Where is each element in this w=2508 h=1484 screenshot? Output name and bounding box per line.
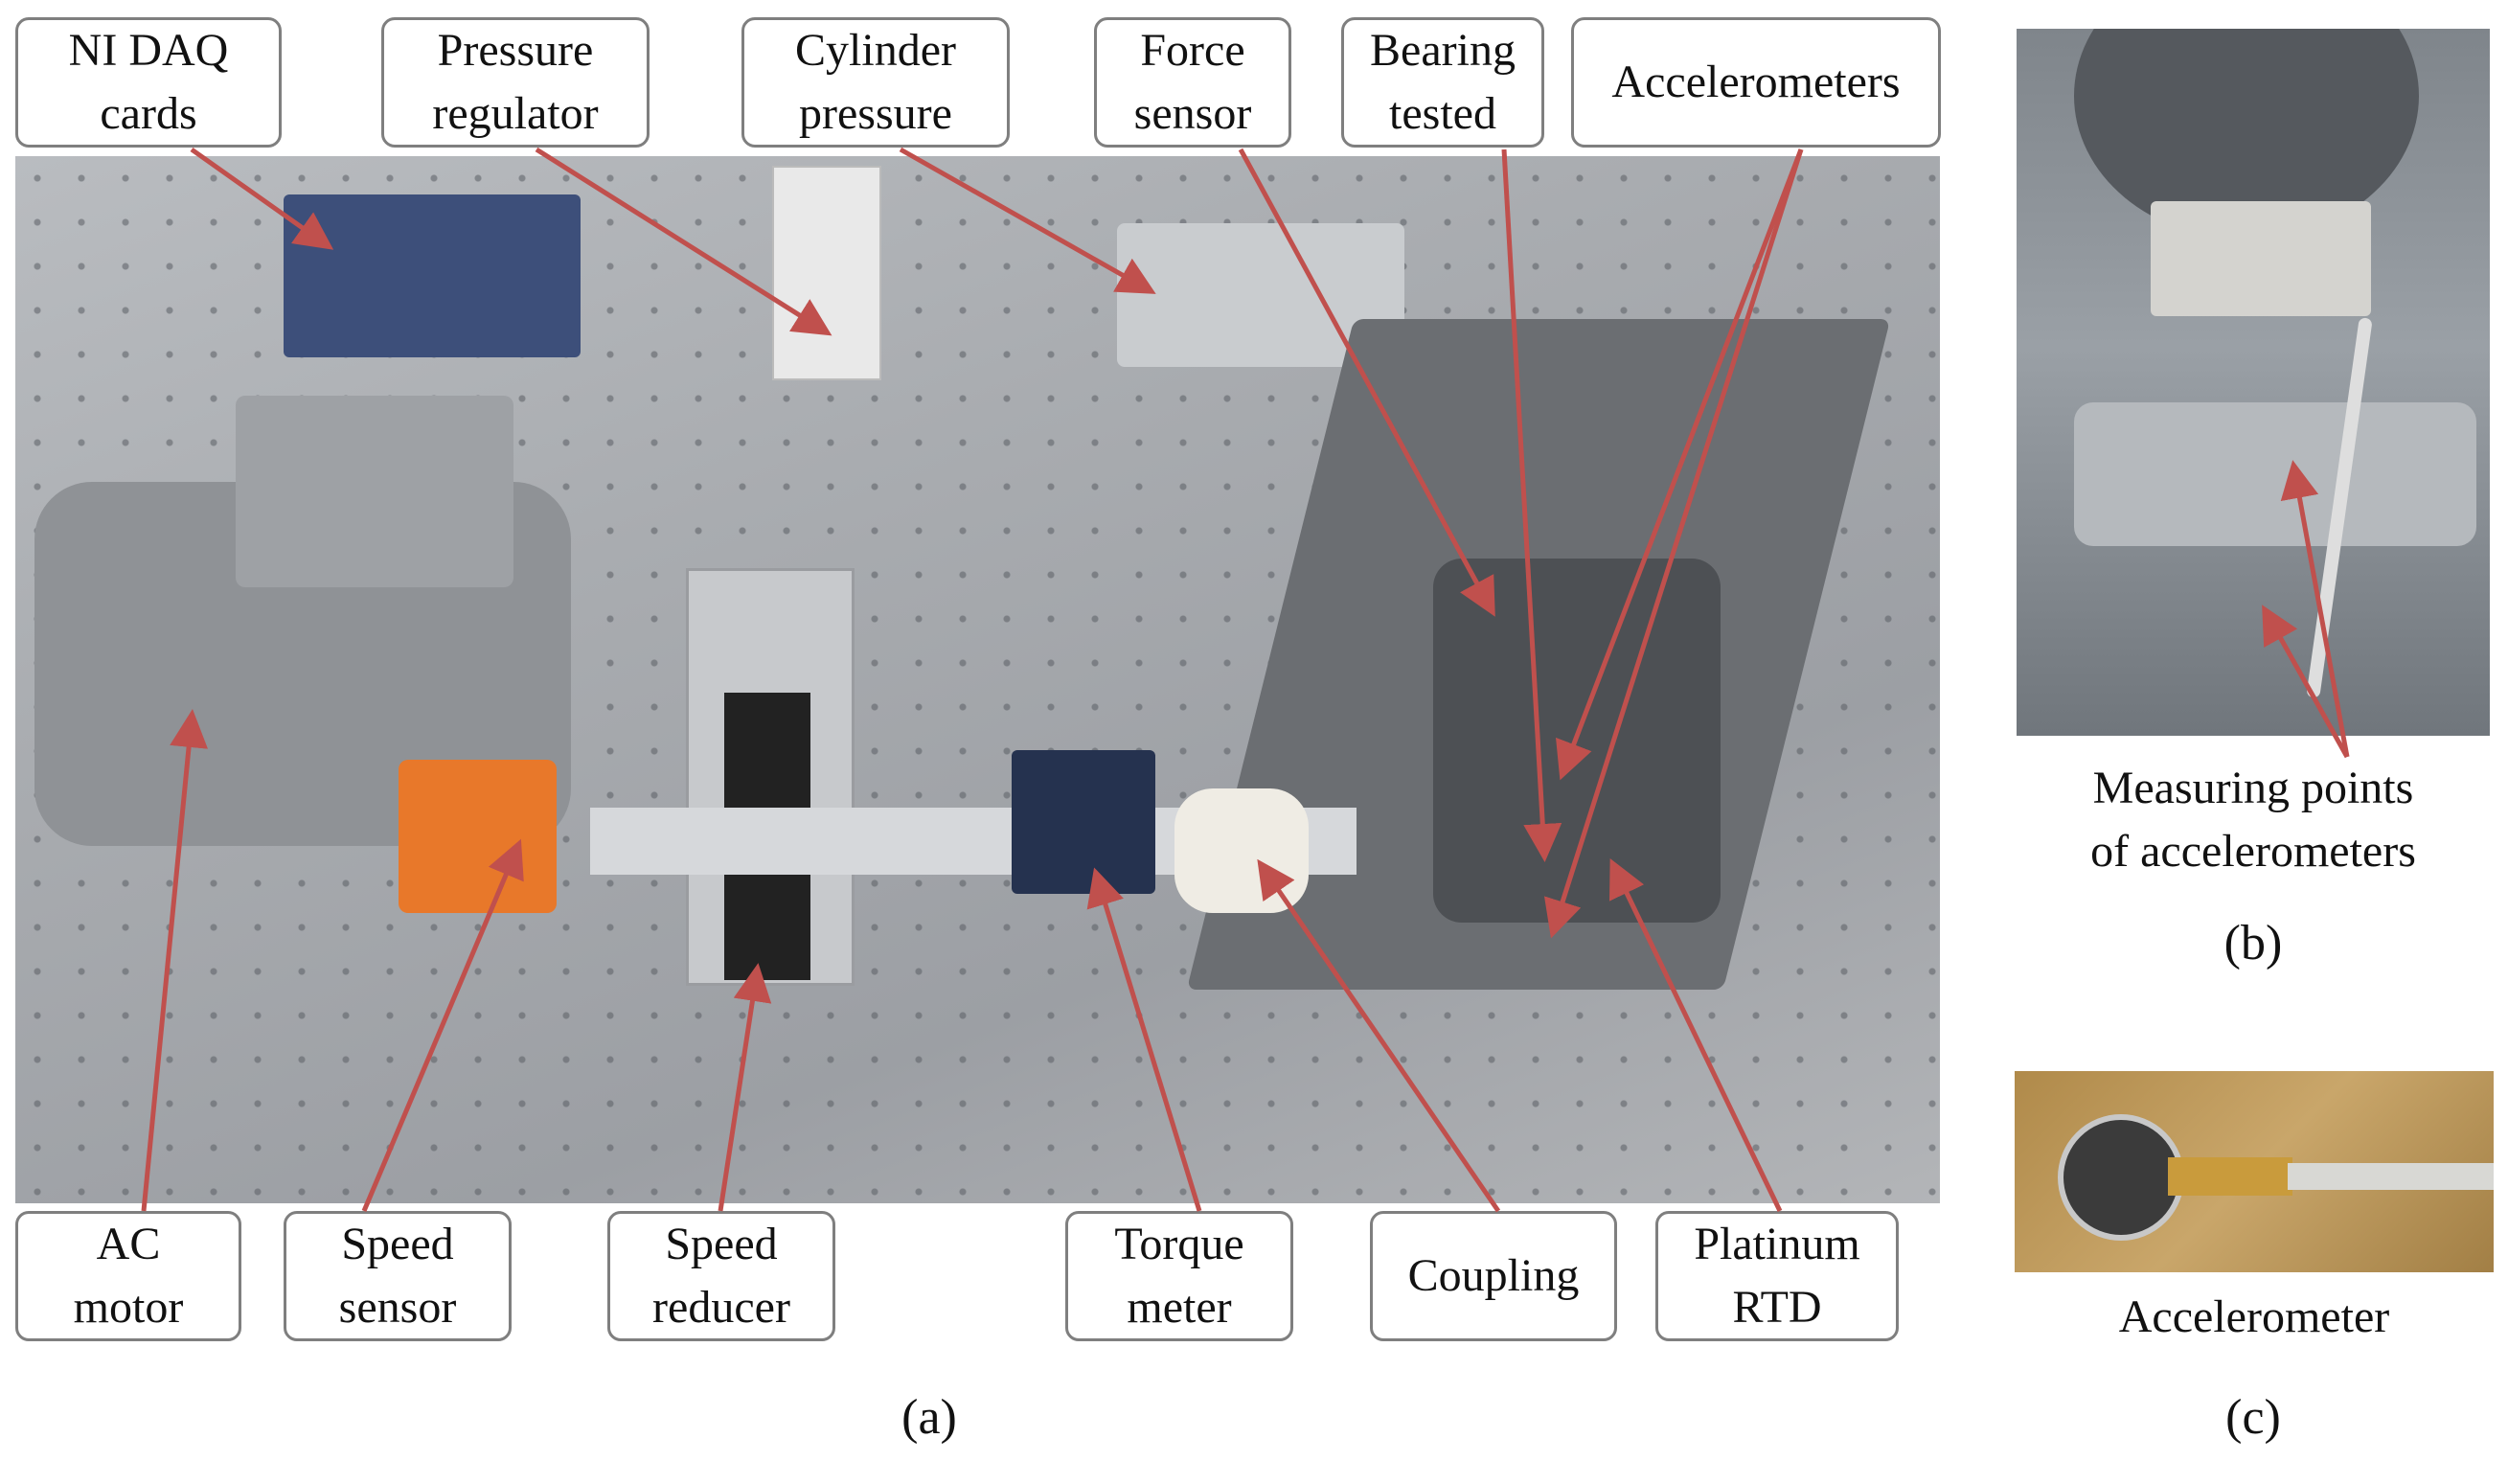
label-measuring-points: Measuring points of accelerometers <box>2090 763 2416 877</box>
label-platinum-rtd: Platinum RTD <box>1655 1211 1899 1341</box>
label-speed-sensor: Speed sensor <box>284 1211 512 1341</box>
label-pressure-regulator: Pressure regulator <box>381 17 650 148</box>
bearing-housing <box>1433 559 1721 923</box>
label-bearing-tested: Bearing tested <box>1341 17 1544 148</box>
test-rig-photo <box>15 156 1940 1203</box>
speed-sensor-unit <box>399 760 557 913</box>
label-accelerometers: Accelerometers <box>1571 17 1941 148</box>
mounting-block <box>2151 201 2371 316</box>
accelerometer-connector <box>2168 1157 2292 1196</box>
daq-cards-unit <box>284 194 581 357</box>
coupling-unit <box>1174 788 1309 913</box>
accelerometer-mounting-photo <box>2017 29 2490 736</box>
caption-b: (b) <box>2223 916 2283 970</box>
label-accelerometer: Accelerometer <box>2118 1291 2390 1342</box>
accelerometer-photo <box>2015 1071 2494 1272</box>
accelerometer-head <box>2058 1114 2184 1241</box>
torque-meter-unit <box>1012 750 1155 894</box>
label-speed-reducer: Speed reducer <box>607 1211 835 1341</box>
accelerometer-cable <box>2288 1163 2494 1190</box>
label-cylinder-pressure: Cylinder pressure <box>741 17 1010 148</box>
label-ni-daq-cards: NI DAQ cards <box>15 17 282 148</box>
label-coupling: Coupling <box>1370 1211 1617 1341</box>
label-force-sensor: Force sensor <box>1094 17 1291 148</box>
caption-a: (a) <box>901 1390 957 1445</box>
ac-motor-fins <box>236 396 513 587</box>
pressure-regulator-unit <box>772 166 881 380</box>
caption-c: (c) <box>2225 1390 2281 1445</box>
shaft-section <box>2074 402 2476 546</box>
label-ac-motor: AC motor <box>15 1211 241 1341</box>
label-torque-meter: Torque meter <box>1065 1211 1293 1341</box>
